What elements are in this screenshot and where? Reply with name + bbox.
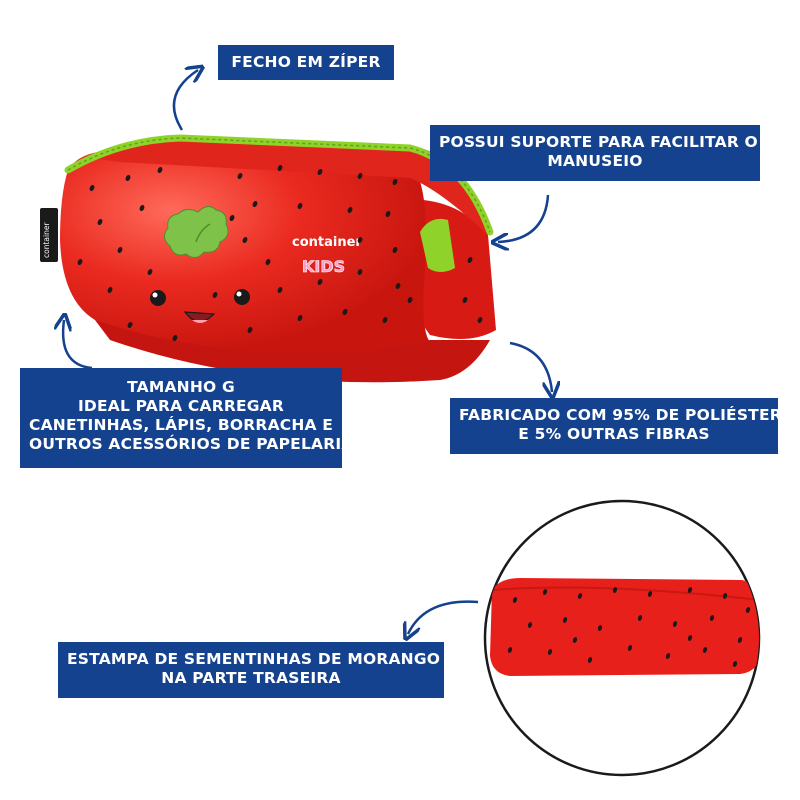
- zipper-teeth: [67, 137, 491, 233]
- seed: [597, 625, 603, 631]
- seed: [577, 593, 583, 599]
- seed: [737, 637, 743, 643]
- handle-strap: [420, 218, 455, 272]
- callout-line: MANUSEIO: [547, 152, 643, 170]
- arrow-material: [509, 341, 552, 392]
- seed: [637, 615, 643, 621]
- seed: [507, 647, 513, 653]
- seed: [477, 316, 483, 324]
- seed: [587, 657, 593, 663]
- seed: [385, 210, 391, 218]
- callout-line: FABRICADO COM 95% DE POLIÉSTER: [459, 406, 782, 424]
- seed: [172, 334, 178, 342]
- callout-line: OUTROS ACESSÓRIOS DE PAPELARIA: [29, 435, 354, 453]
- seed: [147, 268, 153, 276]
- seed: [547, 649, 553, 655]
- seed: [357, 172, 363, 180]
- seed: [745, 607, 751, 613]
- seed: [252, 200, 258, 208]
- seed: [107, 286, 113, 294]
- seed: [77, 258, 83, 266]
- callout-line: TAMANHO G: [127, 378, 235, 396]
- seed: [212, 291, 218, 299]
- brand-kids-text: KIDS: [302, 257, 345, 276]
- seed: [627, 645, 633, 651]
- seed: [297, 202, 303, 210]
- seed: [722, 593, 728, 599]
- case-front: [60, 150, 430, 353]
- seed: [647, 591, 653, 597]
- callout-line: ESTAMPA DE SEMENTINHAS DE MORANGO: [67, 650, 441, 668]
- seed: [117, 246, 123, 254]
- back-view-case: [490, 578, 759, 676]
- callout-line: POSSUI SUPORTE PARA FACILITAR O: [439, 133, 758, 151]
- callout-line: E 5% OUTRAS FIBRAS: [518, 425, 710, 443]
- seed: [732, 661, 738, 667]
- callout-line: NA PARTE TRASEIRA: [161, 669, 341, 687]
- strawberry-leaf: [164, 206, 229, 258]
- seed: [357, 236, 363, 244]
- seed: [395, 282, 401, 290]
- seed: [277, 164, 283, 172]
- seed: [229, 214, 235, 222]
- arrow-zipper: [172, 70, 198, 131]
- seed: [512, 597, 518, 603]
- seed: [612, 587, 618, 593]
- seed: [709, 615, 715, 621]
- seed: [157, 166, 163, 174]
- arrow-print: [408, 600, 479, 634]
- seed: [317, 168, 323, 176]
- pencil-case: container container KIDS: [40, 134, 496, 383]
- seed: [462, 296, 468, 304]
- seed: [127, 321, 133, 329]
- seed: [702, 647, 708, 653]
- seed: [317, 278, 323, 286]
- seed: [407, 296, 413, 304]
- seed: [687, 635, 693, 641]
- callout-line: FECHO EM ZÍPER: [231, 53, 381, 71]
- strawberry-seeds: [77, 164, 483, 342]
- seed: [125, 174, 131, 182]
- seed: [277, 286, 283, 294]
- arrow-handle: [498, 194, 550, 242]
- seed: [392, 246, 398, 254]
- seed: [347, 206, 353, 214]
- seed: [672, 621, 678, 627]
- seed: [572, 637, 578, 643]
- seed: [342, 308, 348, 316]
- case-bottom: [80, 300, 490, 383]
- seed: [89, 184, 95, 192]
- seed: [357, 268, 363, 276]
- seed: [542, 589, 548, 595]
- seed: [247, 326, 253, 334]
- seed: [139, 204, 145, 212]
- arrow-size: [63, 320, 93, 370]
- seed: [562, 617, 568, 623]
- seed: [687, 587, 693, 593]
- cute-face: [150, 289, 250, 323]
- callout-line: CANETINHAS, LÁPIS, BORRACHA E: [29, 416, 334, 434]
- seed: [297, 314, 303, 322]
- seed: [237, 172, 243, 180]
- callout-zipper: FECHO EM ZÍPER: [218, 45, 394, 80]
- seed: [97, 218, 103, 226]
- seed: [382, 316, 388, 324]
- side-tag-text: container: [42, 222, 51, 258]
- seed: [265, 258, 271, 266]
- seed: [467, 256, 473, 264]
- seed: [242, 236, 248, 244]
- seed: [665, 653, 671, 659]
- seed: [392, 178, 398, 186]
- case-top: [90, 140, 488, 235]
- callout-line: IDEAL PARA CARREGAR: [77, 397, 285, 415]
- brand-logo-text: container: [292, 235, 362, 250]
- side-tag: [40, 208, 58, 262]
- seed: [527, 622, 533, 628]
